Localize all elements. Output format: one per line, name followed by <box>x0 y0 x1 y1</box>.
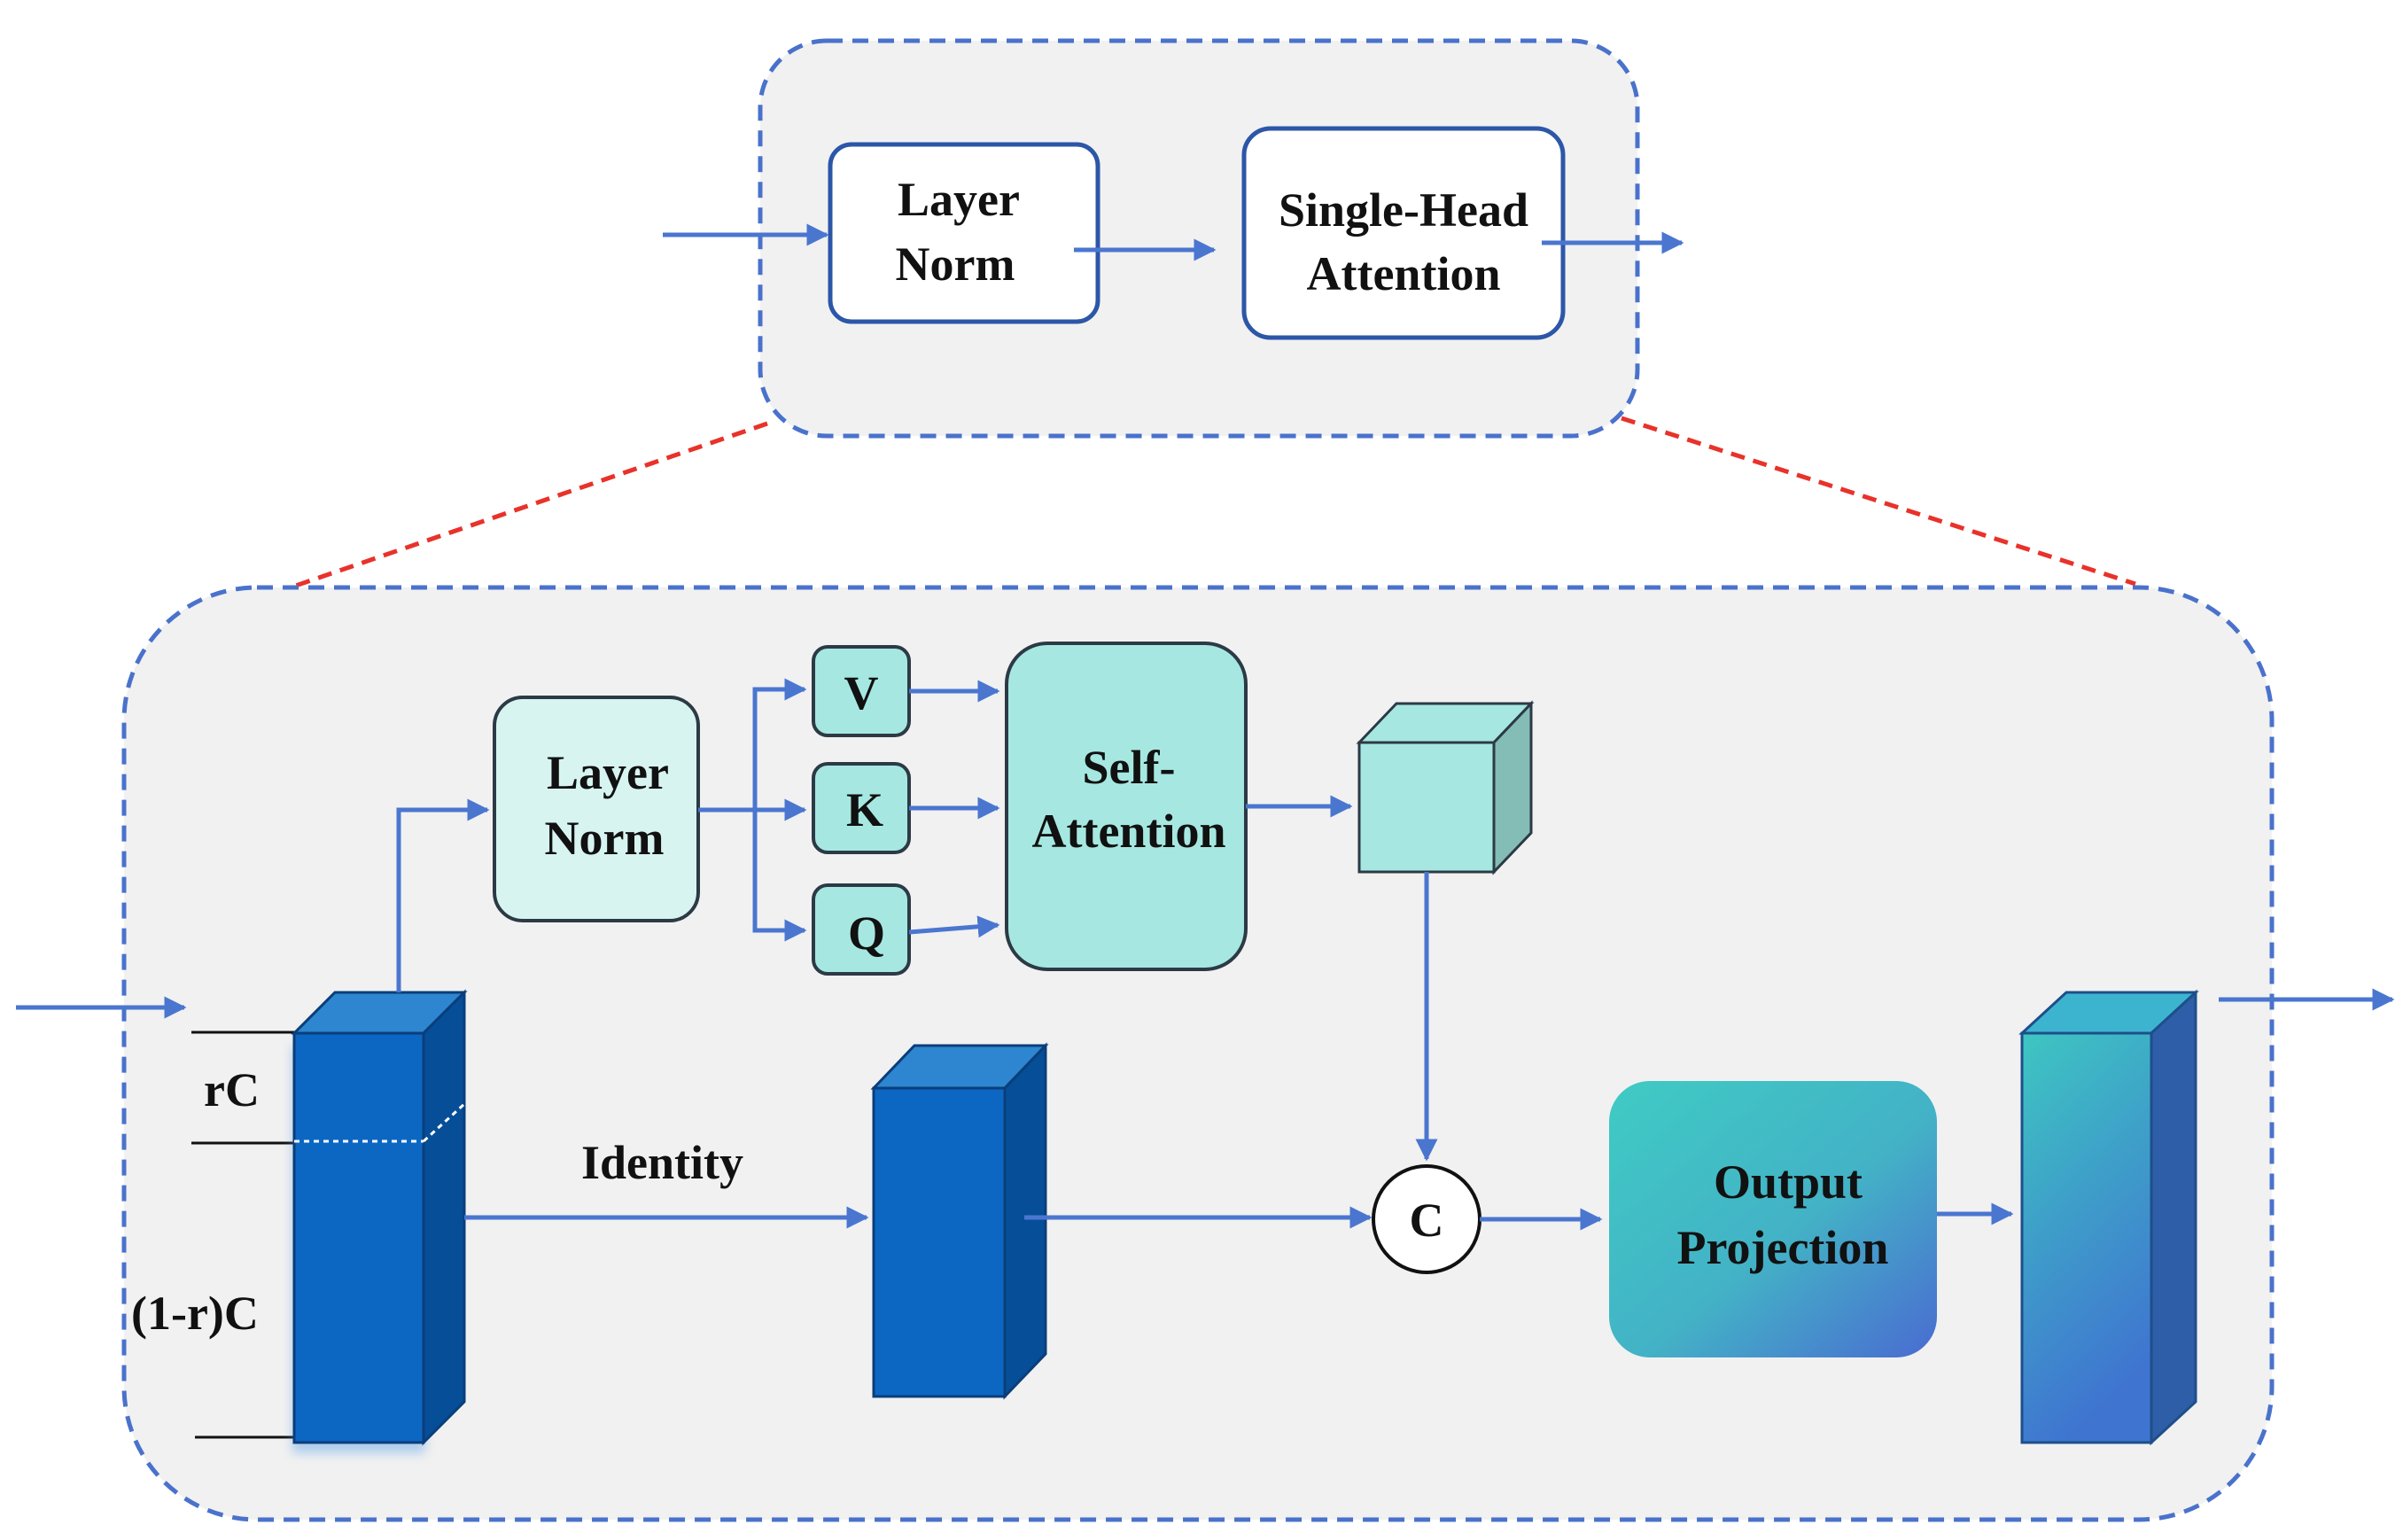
self-attention-line1: Self- <box>1083 741 1176 794</box>
input-tensor-block <box>291 989 468 1453</box>
top-attention-line2: Attention <box>1307 247 1501 300</box>
attention-output-cube <box>1356 700 1535 875</box>
v-box: V <box>812 645 911 737</box>
output-projection-line1: Output <box>1714 1155 1863 1209</box>
top-single-head-attention-box: Single-Head Attention <box>1241 126 1566 340</box>
self-attention-line2: Attention <box>1032 805 1226 858</box>
one-minus-rc-label: (1-r)C <box>131 1287 259 1340</box>
q-box: Q <box>812 883 911 976</box>
zoom-line-left <box>284 421 768 592</box>
output-projection-box: Output Projection <box>1609 1081 1937 1357</box>
output-projection-line2: Projection <box>1677 1221 1889 1274</box>
output-tensor-block <box>2018 989 2199 1446</box>
bottom-layer-norm-line1: Layer <box>547 746 669 799</box>
bottom-layer-norm-box: Layer Norm <box>493 696 700 922</box>
input-to-layernorm-arrow <box>396 798 490 992</box>
q-label: Q <box>848 906 885 960</box>
concat-node: C <box>1372 1164 1481 1274</box>
self-attention-box: Self- Attention <box>1005 642 1248 971</box>
rc-label: rC <box>204 1063 260 1116</box>
top-layer-norm-box: Layer Norm <box>828 142 1100 324</box>
k-label: K <box>846 783 883 836</box>
bottom-layer-norm-line2: Norm <box>545 812 665 865</box>
layernorm-to-q-arrow <box>752 810 807 942</box>
identity-tensor-block <box>870 1042 1049 1400</box>
top-attention-line1: Single-Head <box>1279 183 1528 237</box>
zoom-line-right <box>1621 416 2136 587</box>
concat-label: C <box>1410 1194 1444 1247</box>
identity-label: Identity <box>581 1136 743 1189</box>
top-layer-norm-line1: Layer <box>898 173 1020 226</box>
k-box: K <box>812 762 911 854</box>
v-label: V <box>844 666 879 719</box>
layernorm-to-v-arrow <box>752 678 807 810</box>
top-layer-norm-line2: Norm <box>896 237 1015 291</box>
q-to-attention-arrow <box>908 915 1000 938</box>
